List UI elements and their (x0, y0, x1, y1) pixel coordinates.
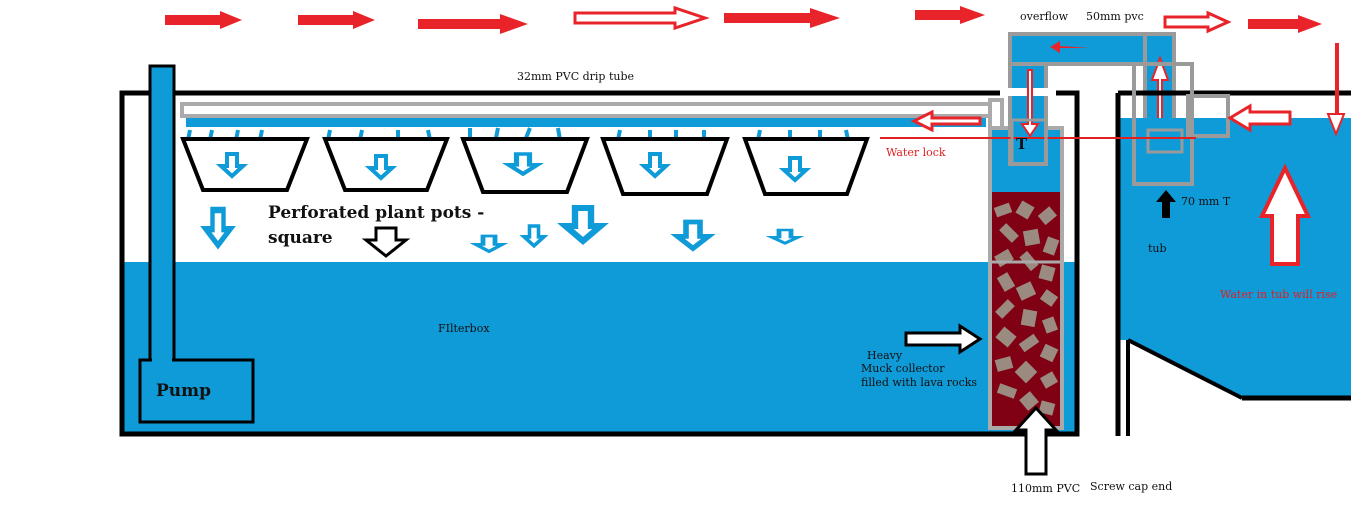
t-fitting-label: T (1016, 135, 1028, 153)
filterbox-label: FIlterbox (438, 322, 490, 335)
pump-label: Pump (156, 381, 212, 401)
filterbox (119, 90, 1080, 437)
muck-label-line1: Heavy (867, 349, 903, 362)
pvc-50-label: 50mm pvc (1086, 10, 1144, 23)
tub (1115, 43, 1351, 436)
tee-70-label: 70 mm T (1181, 195, 1231, 208)
flow-arrows-top (165, 5, 1322, 34)
overflow-pipe (1000, 32, 1176, 166)
screw-cap-label: Screw cap end (1090, 480, 1173, 493)
muck-label-line3: filled with lava rocks (861, 376, 978, 389)
pump (138, 64, 255, 424)
water-rise-label: Water in tub will rise (1220, 288, 1338, 301)
drip-tube (180, 98, 1004, 141)
water-lock (880, 109, 1196, 166)
muck-label-line2: Muck collector (861, 362, 945, 375)
water-lock-label: Water lock (886, 146, 946, 159)
overflow-label: overflow (1020, 10, 1068, 23)
plant-pots-label-line2: square (268, 228, 333, 248)
pvc-110-label: 110mm PVC (1011, 482, 1081, 495)
drip-arrows (206, 154, 808, 258)
drip-tube-label: 32mm PVC drip tube (517, 70, 635, 83)
tub-label: tub (1148, 242, 1167, 255)
plant-pots-label-line1: Perforated plant pots - (268, 203, 485, 223)
